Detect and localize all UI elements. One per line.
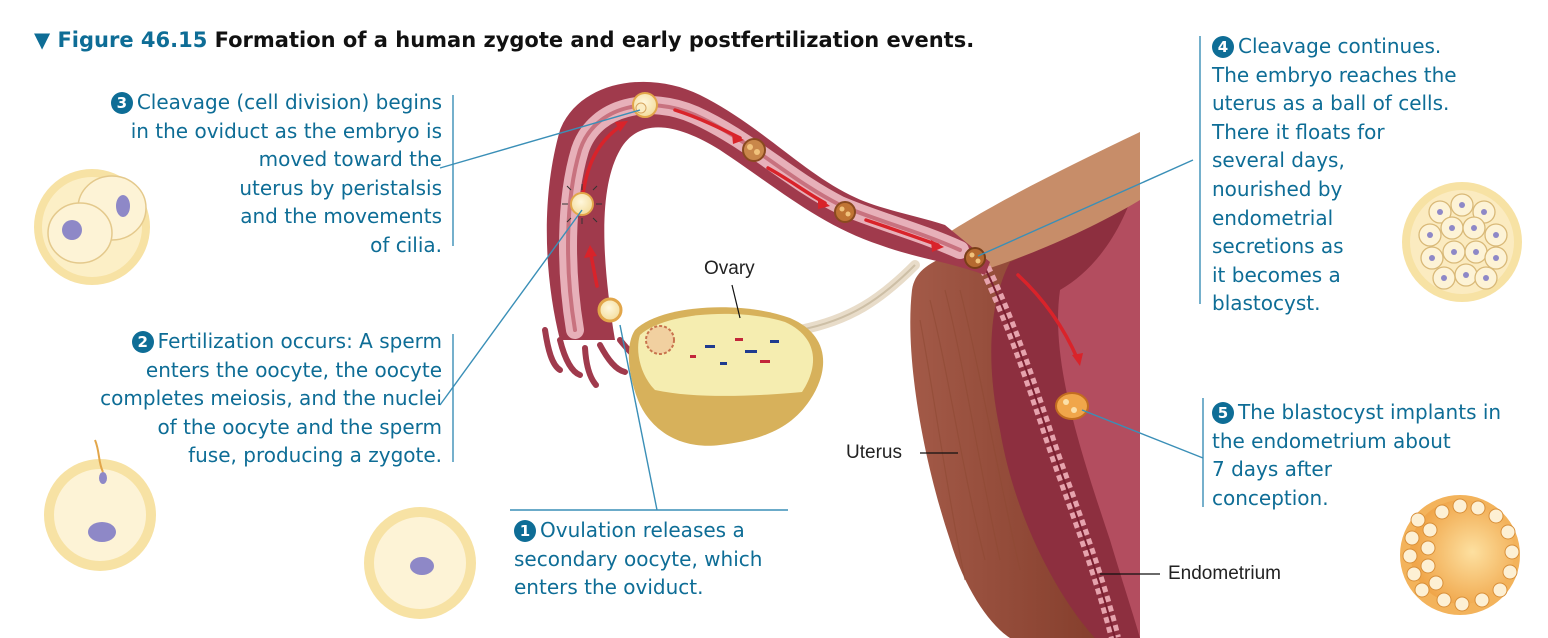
step-1-line: secondary oocyte, which [514, 546, 763, 571]
step-2-line: enters the oocyte, the oocyte [145, 357, 442, 382]
step-5-line: The blastocyst implants in [1238, 400, 1502, 424]
label-leaders [731, 284, 1160, 575]
oviduct [542, 81, 990, 388]
zygote-in-tube [562, 184, 602, 224]
step-2-line: fuse, producing a zygote. [188, 443, 442, 468]
step-4-line: Cleavage continues. [1238, 34, 1442, 58]
step-4-badge: 4 [1212, 36, 1234, 58]
figure-title: ▼ Figure 46.15 Formation of a human zygo… [34, 28, 974, 52]
figure-label: ▼ Figure 46.15 [34, 28, 208, 52]
implanting-blastocyst [1055, 392, 1089, 420]
step-4-line: There it floats for [1212, 119, 1385, 144]
two-cell-inset [34, 169, 150, 285]
step-1-line: enters the oviduct. [514, 575, 704, 600]
uterus [910, 132, 1140, 638]
step-3-badge: 3 [110, 92, 133, 114]
two-cell-embryo [632, 92, 658, 118]
morula-in-uterus [964, 247, 986, 269]
step-3-line: Cleavage (cell division) begins [136, 90, 442, 114]
blastocyst-inset [1400, 495, 1520, 615]
step-4-line: several days, [1212, 148, 1345, 173]
step-5-line: 7 days after [1212, 457, 1332, 482]
step-5-badge: 5 [1212, 402, 1234, 424]
step-2-line: Fertilization occurs: A sperm [157, 329, 442, 353]
step-1-line: Ovulation releases a [540, 518, 745, 542]
secondary-oocyte-inset [364, 507, 476, 619]
step-3-line: in the oviduct as the embryo is [130, 118, 442, 143]
uterus-label: Uterus [846, 442, 902, 463]
step-4-line: endometrial [1212, 205, 1334, 230]
step-1-badge: 1 [514, 520, 536, 542]
step-2-line: of the oocyte and the sperm [157, 414, 442, 439]
step-4-line: it becomes a [1212, 262, 1341, 287]
step-4-line: uterus as a ball of cells. [1212, 91, 1450, 116]
ovary-label: Ovary [704, 258, 755, 279]
morula-inset [1402, 182, 1522, 302]
four-cell-embryo [742, 138, 766, 162]
step-4-line: blastocyst. [1212, 291, 1321, 316]
step-4-line: nourished by [1212, 176, 1343, 201]
step-4-line: The embryo reaches the [1212, 62, 1457, 87]
step-3-line: of cilia. [370, 232, 442, 257]
step-3-line: moved toward the [258, 147, 442, 172]
figure-title-text: Formation of a human zygote and early po… [214, 28, 975, 52]
step-5-line: conception. [1212, 485, 1329, 510]
step-3-line: uterus by peristalsis [239, 175, 442, 200]
step-2-badge: 2 [131, 331, 154, 353]
step-5-line: the endometrium about [1212, 428, 1451, 453]
step-3-line: and the movements [240, 204, 442, 229]
step-4-line: secretions as [1212, 234, 1344, 259]
endometrium-label: Endometrium [1168, 563, 1281, 584]
ovary-illustration [628, 307, 824, 446]
leader-lines [439, 36, 1204, 511]
morula-in-tube [834, 201, 856, 223]
step-2-line: completes meiosis, and the nuclei [100, 386, 442, 411]
fertilized-oocyte-inset [44, 439, 156, 571]
oocyte-in-tube [597, 297, 623, 323]
